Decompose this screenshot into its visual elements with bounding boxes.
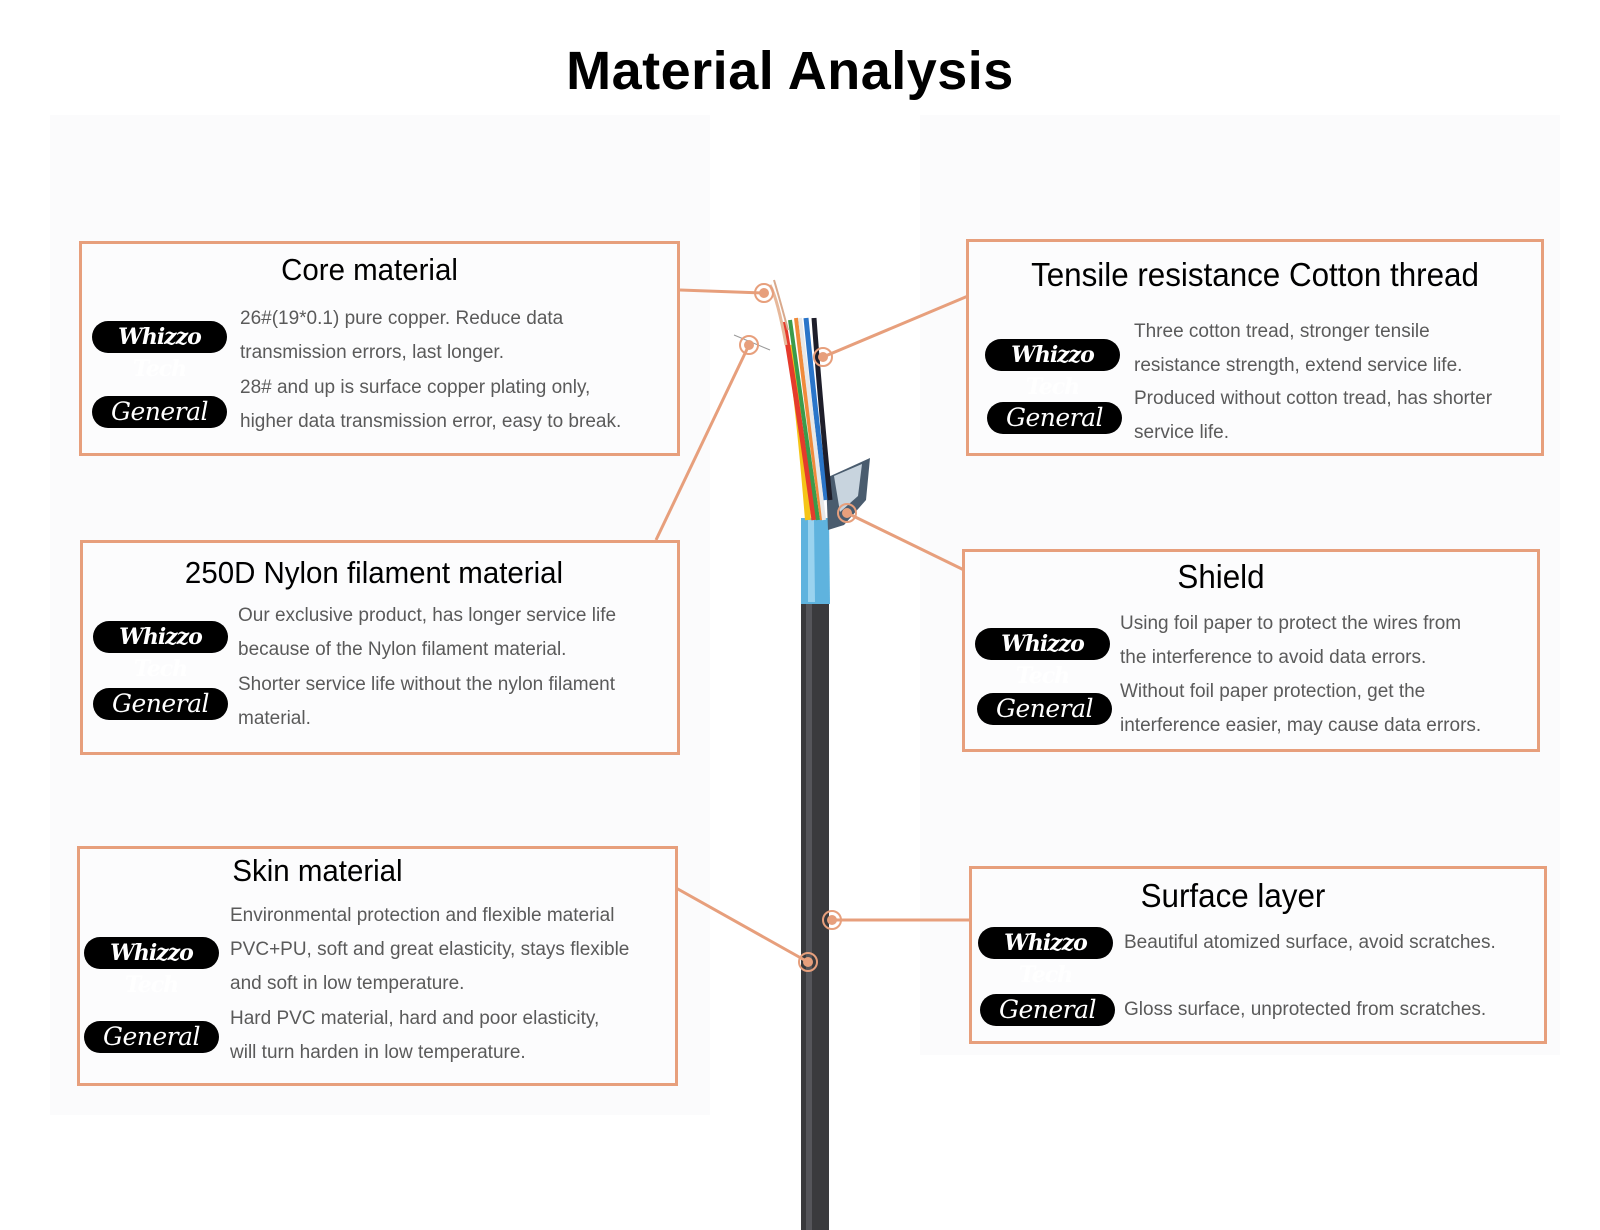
card-title: Core material	[281, 252, 458, 287]
general-badge: General	[987, 402, 1122, 434]
card-surface-layer: Surface layer Whizzo Tech General Beauti…	[969, 866, 1547, 1044]
general-badge: General	[980, 994, 1115, 1026]
card-title: Surface layer	[1140, 877, 1326, 914]
card-skin-material: Skin material Whizzo Tech General Enviro…	[77, 846, 678, 1086]
page-title: Material Analysis	[566, 41, 1014, 101]
card-cotton-thread: Tensile resistance Cotton thread Whizzo …	[966, 239, 1544, 456]
brand-description: Our exclusive product, has longer servic…	[238, 605, 617, 660]
general-description: Gloss surface, unprotected from scratche…	[1124, 999, 1487, 1020]
brand-description: 26#(19*0.1) pure copper. Reduce data tra…	[240, 308, 564, 363]
whizzotech-badge: Whizzo Tech	[84, 937, 219, 998]
general-badge: General	[93, 688, 228, 720]
general-description: 28# and up is surface copper plating onl…	[240, 377, 622, 432]
whizzotech-badge: Whizzo Tech	[93, 621, 228, 682]
whizzotech-badge: Whizzo Tech	[92, 321, 227, 382]
whizzotech-badge: Whizzo Tech	[978, 927, 1113, 988]
marker-dots	[739, 283, 857, 972]
card-title: Tensile resistance Cotton thread	[1031, 256, 1479, 293]
leader-lines	[654, 288, 972, 964]
card-core-material: Core material Whizzo Tech General 26#(19…	[79, 241, 680, 456]
brand-description: Environmental protection and flexible ma…	[230, 905, 630, 994]
brand-description: Using foil paper to protect the wires fr…	[1120, 613, 1462, 668]
brand-description: Beautiful atomized surface, avoid scratc…	[1124, 932, 1496, 953]
card-nylon-filament: 250D Nylon filament material Whizzo Tech…	[80, 540, 680, 755]
card-shield: Shield Whizzo Tech General Using foil pa…	[962, 549, 1540, 752]
whizzotech-badge: Whizzo Tech	[975, 628, 1110, 689]
general-badge: General	[84, 1021, 219, 1053]
general-description: Without foil paper protection, get the i…	[1120, 681, 1482, 736]
general-badge: General	[92, 396, 227, 428]
general-description: Hard PVC material, hard and poor elastic…	[230, 1008, 600, 1063]
card-title: Skin material	[232, 853, 403, 888]
general-badge: General	[977, 693, 1112, 725]
card-title: Shield	[1177, 558, 1265, 595]
general-description: Shorter service life without the nylon f…	[238, 674, 616, 729]
brand-description: Three cotton tread, stronger tensile res…	[1134, 321, 1463, 376]
whizzotech-badge: Whizzo Tech	[985, 339, 1120, 400]
card-title: 250D Nylon filament material	[184, 555, 564, 590]
general-description: Produced without cotton tread, has short…	[1134, 388, 1493, 443]
